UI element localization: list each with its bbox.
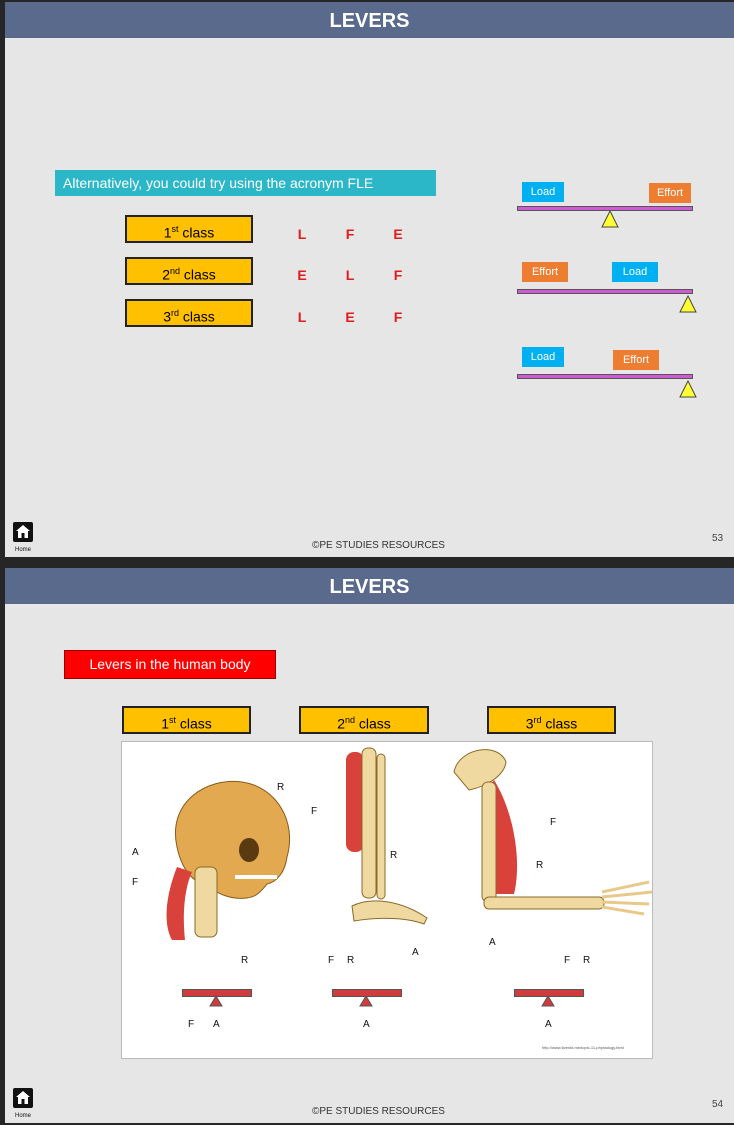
lever3-bar bbox=[514, 989, 584, 997]
lever1-label-a: A bbox=[213, 1019, 220, 1030]
class-word: class bbox=[545, 715, 578, 732]
class-num: 1 bbox=[161, 715, 169, 732]
home-label: Home bbox=[15, 1113, 32, 1119]
lever2-fulcrum-icon bbox=[359, 995, 373, 1007]
class-num: 2 bbox=[337, 715, 345, 732]
first-class-box: 1st class bbox=[122, 706, 251, 734]
label-f: F bbox=[550, 817, 557, 828]
class-sup: rd bbox=[170, 308, 179, 318]
class-word: class bbox=[179, 715, 212, 732]
label-f: F bbox=[311, 806, 318, 817]
label-r: R bbox=[277, 782, 285, 793]
class-num: 3 bbox=[163, 308, 171, 325]
home-label: Home bbox=[15, 547, 32, 553]
load-box: Load bbox=[522, 347, 564, 367]
fle-letter: L bbox=[297, 226, 307, 242]
load-box: Load bbox=[612, 262, 658, 282]
lever3-label-r: R bbox=[583, 955, 591, 966]
lever2-label-f: F bbox=[328, 955, 335, 966]
fle-letter: F bbox=[345, 226, 355, 242]
fle-letter: L bbox=[297, 309, 307, 325]
human-body-callout: Levers in the human body bbox=[64, 650, 276, 679]
fle-letter: F bbox=[393, 267, 403, 283]
image-source[interactable]: http://www.6venkt.me/topic-11-physiology… bbox=[542, 1045, 624, 1050]
fle-letter: E bbox=[345, 309, 355, 325]
class-num: 2 bbox=[162, 266, 170, 283]
effort-box: Effort bbox=[522, 262, 568, 282]
third-class-box: 3rd class bbox=[487, 706, 616, 734]
class-sup: st bbox=[168, 715, 176, 725]
load-box: Load bbox=[522, 182, 564, 202]
fulcrum-icon bbox=[601, 210, 619, 228]
lever1-fulcrum-icon bbox=[209, 995, 223, 1007]
slide-53: LEVERS Alternatively, you could try usin… bbox=[5, 2, 734, 557]
label-a: A bbox=[489, 937, 496, 948]
arm-illustration bbox=[453, 749, 653, 916]
class-word: class bbox=[183, 266, 216, 283]
lever3-label-f: F bbox=[564, 955, 571, 966]
fulcrum-icon bbox=[679, 380, 697, 398]
fle-letter: L bbox=[345, 267, 355, 283]
home-icon[interactable] bbox=[13, 522, 33, 542]
footer-credit: ©PE STUDIES RESOURCES bbox=[312, 1106, 445, 1117]
class-sup: rd bbox=[533, 715, 542, 725]
footer-credit: ©PE STUDIES RESOURCES bbox=[312, 540, 445, 551]
label-r: R bbox=[390, 850, 398, 861]
fle-letter: E bbox=[297, 267, 307, 283]
class-word: class bbox=[182, 308, 215, 325]
fle-letter: E bbox=[393, 226, 403, 242]
third-class-box: 3rd class bbox=[125, 299, 253, 327]
class-word: class bbox=[182, 224, 215, 241]
lever-bar bbox=[517, 206, 693, 211]
lever-bar bbox=[517, 289, 693, 294]
first-class-box: 1st class bbox=[125, 215, 253, 243]
class-num: 3 bbox=[525, 715, 534, 732]
second-class-box: 2nd class bbox=[125, 257, 253, 285]
lever2-bar bbox=[332, 989, 402, 997]
page-number: 54 bbox=[712, 1099, 724, 1110]
slide-title: LEVERS bbox=[5, 568, 734, 604]
lever1-label-r: R bbox=[241, 955, 249, 966]
class-sup: st bbox=[171, 224, 179, 234]
label-r: R bbox=[536, 860, 544, 871]
class-sup: nd bbox=[169, 266, 180, 276]
acronym-callout: Alternatively, you could try using the a… bbox=[55, 170, 436, 196]
lever1-label-f: F bbox=[188, 1019, 195, 1030]
home-icon[interactable] bbox=[13, 1088, 33, 1108]
lever2-label-r: R bbox=[347, 955, 355, 966]
slide-title: LEVERS bbox=[5, 2, 734, 38]
effort-box: Effort bbox=[649, 183, 691, 203]
anatomy-image-panel: R A F F R A F R A R F A F R A F R A http… bbox=[121, 741, 653, 1059]
slide-54: LEVERS Levers in the human body 1st clas… bbox=[5, 568, 734, 1123]
leg-foot-illustration bbox=[346, 747, 428, 925]
lever-bar bbox=[517, 374, 693, 379]
class-num: 1 bbox=[163, 224, 172, 241]
skull-illustration bbox=[166, 780, 291, 940]
lever2-label-a: A bbox=[363, 1019, 370, 1030]
label-a: A bbox=[412, 947, 419, 958]
effort-box: Effort bbox=[613, 350, 659, 370]
lever3-label-a: A bbox=[545, 1019, 552, 1030]
fle-letter: F bbox=[393, 309, 403, 325]
lever3-fulcrum-icon bbox=[541, 995, 555, 1007]
page-number: 53 bbox=[712, 533, 724, 544]
second-class-box: 2nd class bbox=[299, 706, 429, 734]
class-word: class bbox=[358, 715, 391, 732]
lever1-bar bbox=[182, 989, 252, 997]
fulcrum-icon bbox=[679, 295, 697, 313]
class-sup: nd bbox=[344, 715, 355, 725]
label-a: A bbox=[132, 847, 139, 858]
label-f: F bbox=[132, 877, 139, 888]
